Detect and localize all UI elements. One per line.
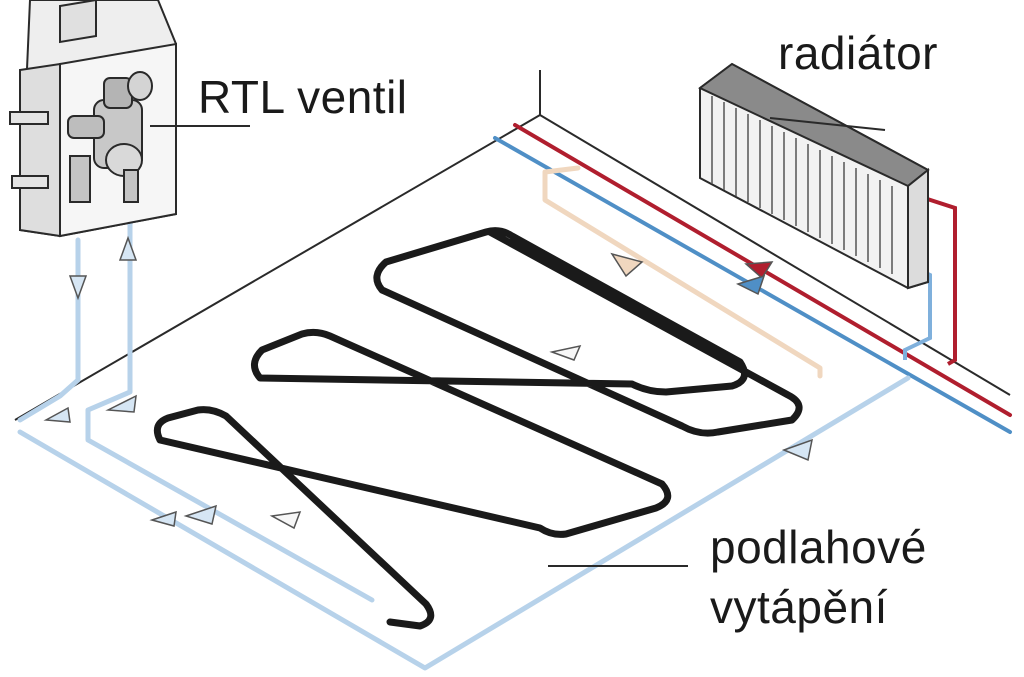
flow-arrow-icon xyxy=(735,274,766,296)
radiator-supply-pipe xyxy=(914,193,957,366)
flow-arrow-icon xyxy=(68,275,88,301)
valve-return-pipe xyxy=(17,237,81,423)
valve-unit-icon xyxy=(9,0,177,238)
floor-return-pipe xyxy=(17,375,911,671)
flow-arrow-icon xyxy=(610,252,644,278)
label-rtl-valve: RTL ventil xyxy=(198,71,408,123)
flow-arrow-icon xyxy=(549,344,582,361)
flow-arrows xyxy=(43,235,813,530)
label-floor-heating-line2: vytápění xyxy=(710,581,888,633)
label-floor-heating-line1: podlahové xyxy=(710,521,927,573)
flow-arrow-icon xyxy=(183,504,218,525)
flow-arrow-icon xyxy=(744,261,774,280)
valve-supply-pipe xyxy=(85,207,375,603)
radiator-leader-line xyxy=(769,117,886,131)
radiator-icon xyxy=(698,62,930,290)
floor-supply-pipe-warm xyxy=(542,165,823,379)
floor-circuit-pipes xyxy=(17,165,911,671)
flow-arrow-icon xyxy=(118,235,138,261)
flow-arrow-icon xyxy=(43,406,71,423)
room-outline xyxy=(14,70,1011,421)
floor-heating-loop xyxy=(153,227,803,630)
flow-arrow-icon xyxy=(105,394,137,413)
label-radiator: radiátor xyxy=(778,27,938,79)
flow-arrow-icon xyxy=(781,438,813,462)
flow-arrow-icon xyxy=(149,510,177,527)
flow-arrow-icon xyxy=(269,511,302,530)
